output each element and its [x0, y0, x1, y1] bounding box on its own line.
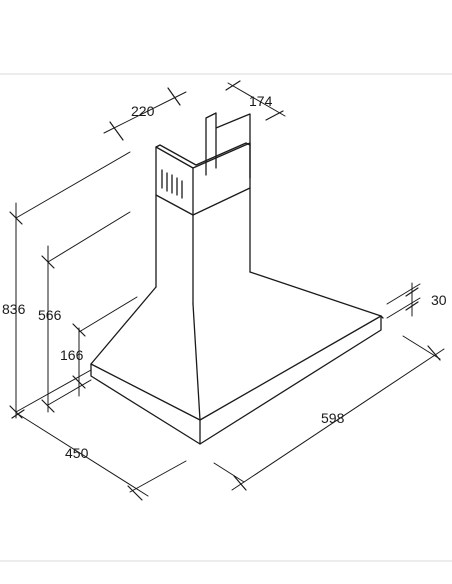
label-30: 30	[431, 292, 447, 308]
chimney-right-face	[192, 142, 251, 273]
dim-edge-thickness: 30	[386, 282, 447, 319]
vent-slots-icon	[161, 169, 183, 199]
label-566: 566	[38, 307, 62, 323]
label-166: 166	[60, 347, 84, 363]
dim-base-extension	[15, 369, 92, 413]
dim-chimney-depth: 174	[225, 80, 286, 121]
dim-total-height: 836	[2, 151, 131, 419]
canopy-rim-top	[90, 315, 384, 421]
dim-canopy-depth: 450	[11, 409, 187, 501]
canopy-right-slope	[249, 271, 382, 317]
chimney-joint	[155, 187, 251, 216]
dim-canopy-height: 166	[60, 296, 138, 397]
label-174: 174	[249, 93, 273, 109]
chimney-top-edge	[155, 142, 251, 166]
canopy	[90, 271, 384, 445]
dim-canopy-width: 598	[213, 335, 445, 491]
label-220: 220	[131, 103, 155, 119]
dim-chimney-width: 220	[103, 87, 187, 141]
label-598: 598	[321, 410, 345, 426]
label-836: 836	[2, 301, 26, 317]
dim-upper-height: 566	[38, 211, 131, 413]
chimney-upper-section	[205, 112, 251, 179]
label-450: 450	[65, 445, 89, 461]
chimney	[155, 112, 251, 305]
canopy-front-slope	[90, 286, 201, 421]
